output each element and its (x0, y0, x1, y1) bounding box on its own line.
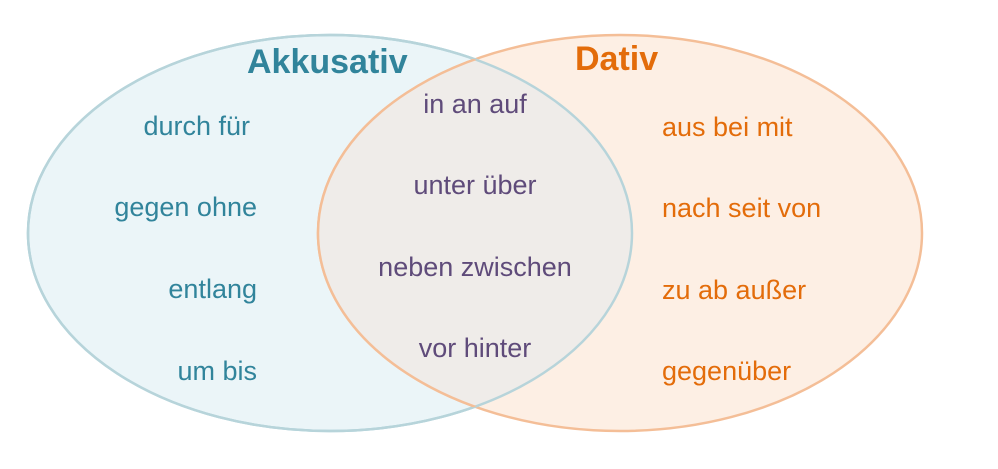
akkusativ-circle-outline (26, 33, 634, 433)
overlap-item: neben zwischen (378, 252, 572, 282)
overlap-item: in an auf (423, 89, 527, 119)
akkusativ-item: entlang (168, 274, 257, 304)
dativ-item: nach seit von (662, 193, 822, 223)
akkusativ-item: durch für (143, 111, 250, 141)
dativ-circle-outline (316, 35, 632, 431)
akkusativ-item: gegen ohne (114, 192, 257, 222)
dativ-item: aus bei mit (662, 112, 793, 142)
overlap-item: unter über (413, 170, 537, 200)
overlap-region (318, 35, 632, 431)
overlap-item: vor hinter (418, 333, 532, 363)
akkusativ-title: Akkusativ (247, 43, 408, 81)
dativ-item: gegenüber (662, 356, 792, 386)
dativ-title: Dativ (575, 40, 659, 78)
akkusativ-item: um bis (177, 356, 257, 386)
dativ-item: zu ab außer (662, 275, 807, 305)
